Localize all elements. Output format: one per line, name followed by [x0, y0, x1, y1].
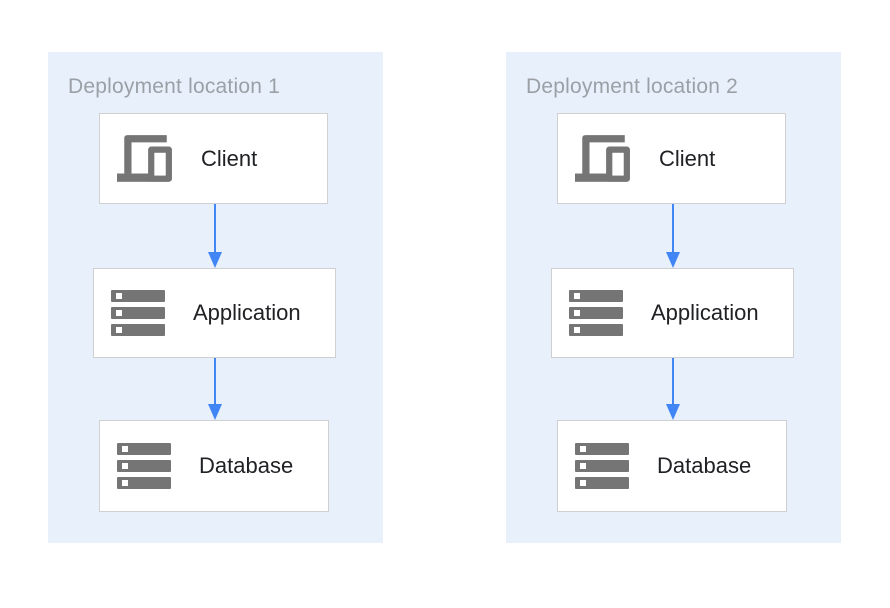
arrow-shaft	[672, 204, 674, 252]
devices-icon	[117, 134, 173, 183]
arrow-head-icon	[666, 252, 680, 268]
arrow-shaft	[672, 358, 674, 404]
devices-icon	[575, 134, 631, 183]
server-stack-icon	[569, 290, 623, 336]
server-stack-icon	[575, 443, 629, 489]
client-label: Client	[201, 145, 258, 171]
database-label: Database	[657, 453, 752, 478]
server-stack-icon	[111, 290, 165, 336]
application-node: Application	[93, 268, 336, 358]
client-node: Client	[557, 113, 786, 204]
arrow-application-to-database	[208, 358, 222, 420]
server-stack-icon	[117, 443, 171, 489]
application-label: Application	[193, 300, 301, 325]
panel-title: Deployment location 1	[68, 75, 280, 98]
application-node: Application	[551, 268, 794, 358]
arrow-shaft	[214, 358, 216, 404]
arrow-head-icon	[666, 404, 680, 420]
deployment-location-2-panel: Deployment location 2 Client	[506, 52, 841, 543]
database-label: Database	[199, 453, 294, 478]
arrow-head-icon	[208, 404, 222, 420]
client-label: Client	[659, 145, 716, 171]
application-label: Application	[651, 300, 759, 325]
client-node: Client	[99, 113, 328, 204]
deployment-location-1-panel: Deployment location 1 Client	[48, 52, 383, 543]
arrow-head-icon	[208, 252, 222, 268]
database-node: Database	[557, 420, 787, 512]
arrow-client-to-application	[208, 204, 222, 268]
arrow-client-to-application	[666, 204, 680, 268]
arrow-shaft	[214, 204, 216, 252]
panel-title: Deployment location 2	[526, 75, 738, 98]
database-node: Database	[99, 420, 329, 512]
arrow-application-to-database	[666, 358, 680, 420]
